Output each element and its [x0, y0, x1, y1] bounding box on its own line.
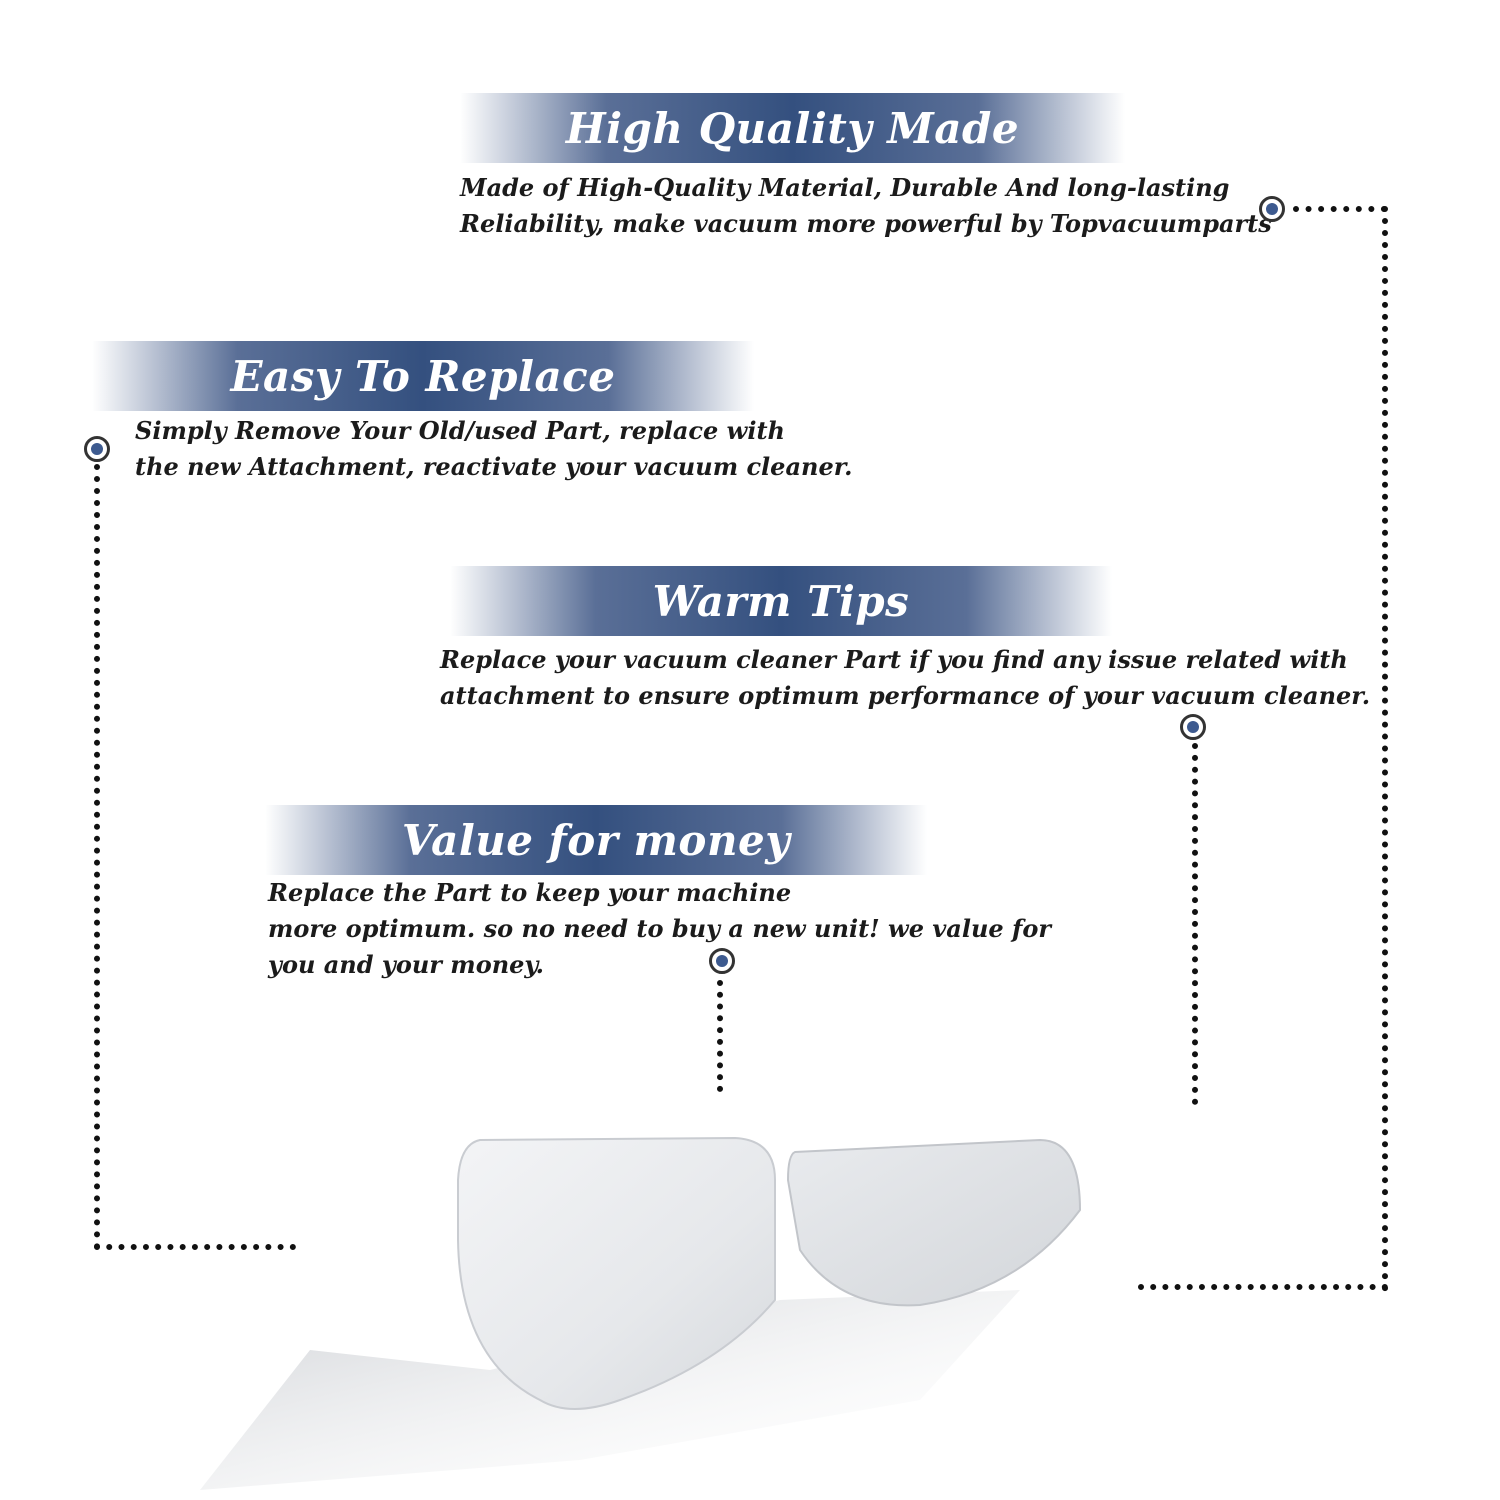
desc-easy-replace: Simply Remove Your Old/used Part, replac…	[135, 413, 853, 485]
connector-line	[1293, 206, 1387, 218]
product-image	[200, 1136, 1082, 1490]
desc-warm-tips: Replace your vacuum cleaner Part if you …	[440, 642, 1370, 714]
connector-line	[717, 980, 729, 1092]
banner-value-money: Value for money	[265, 805, 927, 875]
banner-warm-tips: Warm Tips	[450, 566, 1112, 636]
desc-line: attachment to ensure optimum performance…	[440, 681, 1371, 710]
desc-line: Reliability, make vacuum more powerful b…	[460, 209, 1272, 238]
desc-line: the new Attachment, reactivate your vacu…	[135, 452, 853, 481]
target-dot-icon	[709, 948, 735, 974]
desc-line: Replace your vacuum cleaner Part if you …	[440, 645, 1348, 674]
target-dot-icon	[1259, 196, 1285, 222]
desc-line: Simply Remove Your Old/used Part, replac…	[135, 416, 785, 445]
desc-line: you and your money.	[268, 950, 544, 979]
banner-high-quality: High Quality Made	[460, 93, 1125, 163]
connector-line	[94, 464, 106, 1250]
desc-line: more optimum. so no need to buy a new un…	[268, 914, 1051, 943]
connector-line	[1382, 206, 1394, 1292]
banner-easy-replace: Easy To Replace	[92, 341, 754, 411]
desc-high-quality: Made of High-Quality Material, Durable A…	[460, 170, 1272, 242]
desc-line: Replace the Part to keep your machine	[268, 878, 792, 907]
connector-line	[94, 1244, 296, 1256]
target-dot-icon	[1180, 714, 1206, 740]
connector-line	[1192, 743, 1204, 1105]
target-dot-icon	[84, 436, 110, 462]
desc-value-money: Replace the Part to keep your machine mo…	[268, 875, 1051, 983]
connector-line	[1138, 1284, 1388, 1296]
desc-line: Made of High-Quality Material, Durable A…	[460, 173, 1230, 202]
